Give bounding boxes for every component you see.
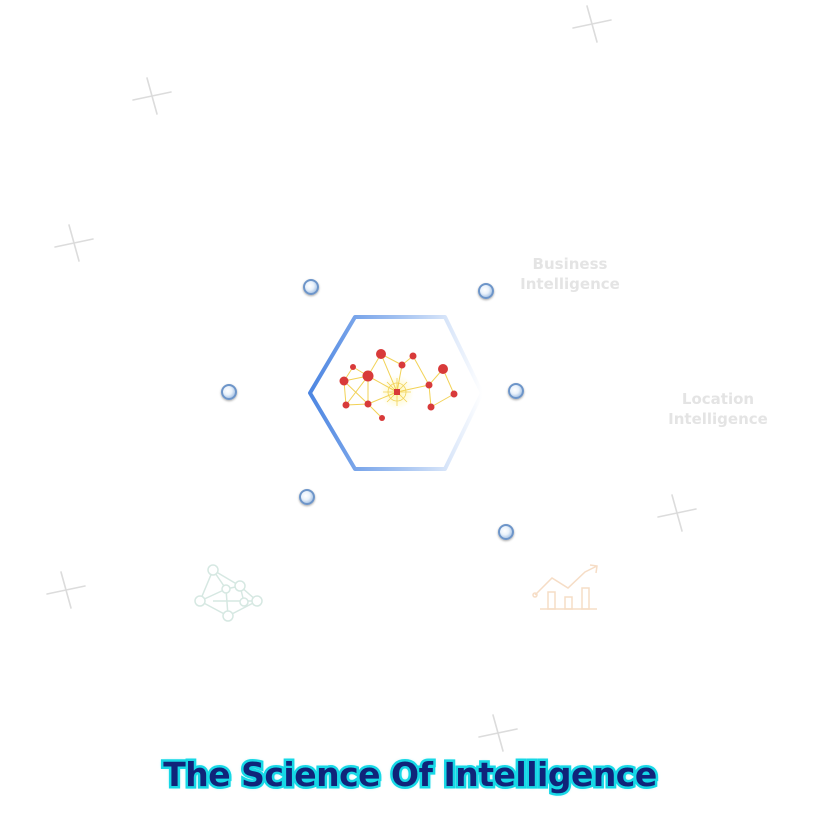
orbit-node-top-right[interactable]	[478, 283, 494, 299]
sparkle-icon	[478, 714, 518, 752]
orbit-node-bottom-left[interactable]	[299, 489, 315, 505]
orbit-node-bottom-right[interactable]	[498, 524, 514, 540]
growth-chart-icon	[532, 564, 598, 610]
sparkle-icon	[657, 494, 697, 532]
business-label-line1: Business	[532, 255, 608, 273]
business-label-line2: Intelligence	[520, 275, 620, 293]
location-label-line1: Location	[681, 390, 755, 408]
neural-network-brain-icon	[339, 349, 458, 421]
sparkle-icon	[132, 77, 172, 115]
network-graph-icon	[194, 564, 263, 622]
orbit-node-top-left[interactable]	[303, 279, 319, 295]
orbit-node-left[interactable]	[221, 384, 237, 400]
page-title-text: The Science Of Intelligence	[161, 753, 660, 797]
center-hexagon	[308, 315, 484, 471]
location-label-line2: Intelligence	[668, 410, 768, 428]
page-title: The Science Of Intelligence	[0, 753, 820, 797]
location-intelligence-label: Location Intelligence	[653, 389, 783, 429]
orbit-node-right[interactable]	[508, 383, 524, 399]
sparkle-icon	[54, 224, 94, 262]
business-intelligence-label: Business Intelligence	[505, 254, 635, 294]
sparkle-icon	[46, 571, 86, 609]
sparkle-icon	[572, 5, 612, 43]
